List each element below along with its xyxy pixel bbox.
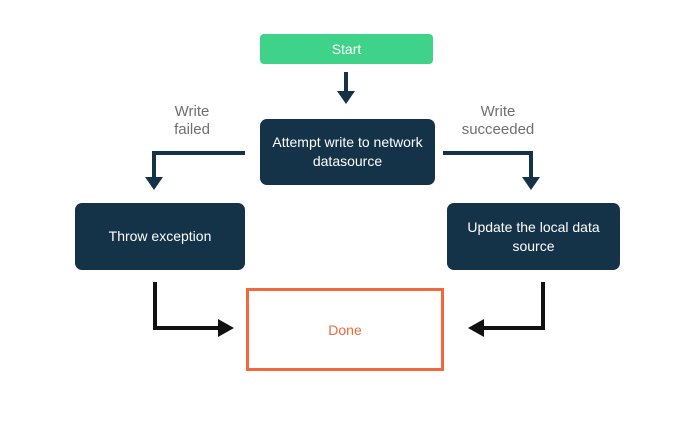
arrow-down-icon [522,177,540,190]
node-start: Start [260,34,433,64]
arrow-line [541,282,545,330]
arrow-line [484,326,545,330]
arrow-left-icon [468,319,484,337]
node-update-local-data-label: Update the local data source [467,218,600,254]
node-attempt-write: Attempt write to network datasource [260,119,435,185]
edge-label-write-failed: Write failed [174,103,210,138]
arrow-down-icon [337,91,355,104]
arrow-line [153,282,157,330]
arrow-line [152,151,156,177]
arrow-line [153,326,218,330]
node-throw-exception-label: Throw exception [108,228,212,244]
node-done: Done [246,288,444,371]
node-update-local-data: Update the local data source [447,203,620,270]
node-throw-exception: Throw exception [75,203,245,270]
arrow-line [529,151,533,177]
arrow-down-icon [145,177,163,190]
arrow-line [154,151,245,155]
node-done-label: Done [328,321,362,338]
arrow-right-icon [218,319,234,337]
edge-label-write-succeeded: Write succeeded [461,103,535,138]
arrow-line [443,151,531,155]
arrow-line [344,72,348,92]
node-attempt-write-label: Attempt write to network datasource [272,134,423,169]
node-start-label: Start [331,41,362,57]
